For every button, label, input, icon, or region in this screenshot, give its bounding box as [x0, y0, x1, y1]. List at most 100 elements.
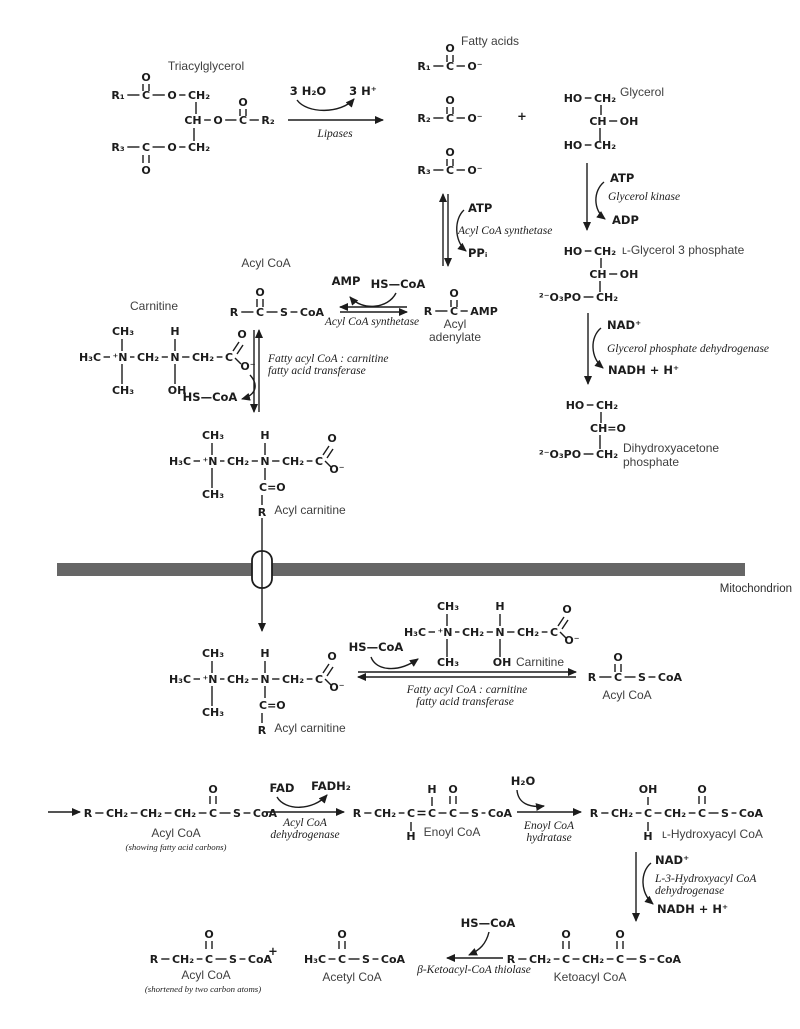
acyl-coa-dehydrogenase-enzyme-line2: dehydrogenase [270, 829, 339, 841]
glycerol-kinase-enzyme-label: Glycerol kinase [608, 191, 680, 203]
enoyl-coa-hydratase-enzyme-line2: hydratase [526, 832, 571, 844]
glycerol-3-phosphate-label: ʟ-Glycerol 3 phosphate [622, 243, 745, 257]
acyl-carbonyl: C=O [259, 481, 286, 494]
carboxylate-oxygen-minus: O⁻ [329, 463, 344, 476]
cofactor-arc [276, 794, 328, 808]
g3p-row2-atom: OH [620, 268, 639, 281]
acetyl-coa-label: Acetyl CoA [322, 970, 381, 984]
acyl-coa-structure-atom: CoA [300, 306, 325, 319]
hydroxyl-group: OH [493, 656, 512, 669]
acyl-adenylate-label-line1: Acyl [444, 317, 467, 331]
hydrogen-atom: H [406, 830, 415, 843]
shortened-acyl-coa-label: Acyl CoA [181, 968, 230, 982]
carboxylate-oxygen: O [327, 650, 336, 663]
acyl-adenylate-label-line2: adenylate [429, 330, 481, 344]
hydroxyacyl-coa-structure-atom: R [590, 807, 599, 820]
transferase-enzyme-label-line1: Fatty acyl CoA : carnitine [406, 684, 528, 696]
bond [234, 357, 242, 365]
atp-cofactor: ATP [610, 171, 634, 185]
hs-coa-cofactor: HS—CoA [461, 916, 516, 930]
hydroxyacyl-dehydrogenase-enzyme-line1: L-3-Hydroxyacyl CoA [654, 873, 757, 885]
acyl-coa-structure-atom: C [614, 671, 622, 684]
ketoacyl-coa-structure-atom: S [639, 953, 647, 966]
carbonyl-oxygen: O [255, 286, 264, 299]
shortened-acyl-coa-structure-atom: R [150, 953, 159, 966]
transferase-enzyme-label-line2: fatty acid transferase [268, 365, 366, 377]
enoyl-coa-structure-atom: C [407, 807, 415, 820]
hydroxyacyl-coa-structure-atom: C [698, 807, 706, 820]
acyl-carnitine-structure-atom: C [315, 455, 323, 468]
hs-coa-arc [241, 374, 256, 401]
amp-product: AMP [332, 274, 361, 288]
nadh-product: NADH + H⁺ [608, 363, 679, 377]
acyl-adenylate-structure-atom: R [424, 305, 433, 318]
gpd-enzyme-label: Glycerol phosphate dehydrogenase [607, 343, 769, 355]
fadh2-product: FADH₂ [311, 779, 351, 793]
carnitine-structure-atom: N [170, 351, 179, 364]
enoyl-coa-label: Enoyl CoA [424, 825, 481, 839]
acyl-coa-note: (showing fatty acid carbons) [126, 842, 227, 852]
shortened-acyl-coa-note: (shortened by two carbon atoms) [145, 984, 261, 994]
triacylglycerol-row2-atom: R₂ [261, 114, 274, 127]
acyl-coa-structure-atom: S [280, 306, 288, 319]
triacylglycerol-row1-atom: C [142, 89, 150, 102]
enoyl-coa-structure-atom: CH₂ [374, 807, 396, 820]
glycerol-row1-atom: CH₂ [594, 92, 616, 105]
hydroxyl-group: OH [168, 384, 187, 397]
ketoacyl-coa-structure-atom: CoA [657, 953, 682, 966]
hydrogen-atom: H [260, 647, 269, 660]
acyl-carnitine-structure-atom: CH₂ [282, 673, 304, 686]
carbonyl-oxygen: O [208, 783, 217, 796]
hydroxyacyl-coa-label: ʟ-Hydroxyacyl CoA [662, 827, 763, 841]
carbonyl-oxygen: O [697, 783, 706, 796]
fatty-acids-label: Fatty acids [461, 34, 519, 48]
acyl-coa-substrate-structure-atom: CoA [253, 807, 278, 820]
carnitine-structure-atom: CH₂ [517, 626, 539, 639]
carbonyl-oxygen: O [613, 651, 622, 664]
dhap-row2: CH=O [590, 422, 626, 435]
plus-sign: + [268, 944, 278, 958]
acyl-carnitine-structure-atom: H₃C [169, 455, 191, 468]
nad-cofactor: NAD⁺ [655, 853, 689, 867]
methyl-group: CH₃ [437, 600, 459, 613]
carbonyl-oxygen: O [141, 164, 150, 177]
cofactor-arc [349, 292, 397, 307]
atp-cofactor: ATP [468, 201, 492, 215]
methyl-group: CH₃ [437, 656, 459, 669]
carbonyl-oxygen: O [561, 928, 570, 941]
fatty-acid-3-atom: O⁻ [467, 164, 482, 177]
cofactor-arc [516, 789, 545, 812]
proton-product: 3 H⁺ [349, 84, 377, 98]
hydrogen-atom: H [427, 783, 436, 796]
cofactor-arc [456, 209, 467, 252]
fatty-acid-3-atom: C [446, 164, 454, 177]
triacylglycerol-row2-atom: CH [184, 114, 201, 127]
shortened-acyl-coa-structure-atom: CH₂ [172, 953, 194, 966]
acyl-coa-label: Acyl CoA [241, 256, 290, 270]
dhap-label-line1: Dihydroxyacetone [623, 441, 719, 455]
acyl-coa-substrate-structure-atom: CH₂ [106, 807, 128, 820]
carbonyl-oxygen: O [445, 42, 454, 55]
transferase-enzyme-label-line2: fatty acid transferase [416, 696, 514, 708]
carbonyl-oxygen: O [141, 71, 150, 84]
dhap-row1-atom: HO [566, 399, 585, 412]
carnitine-structure-atom: H₃C [79, 351, 101, 364]
enoyl-coa-structure-atom: C [449, 807, 457, 820]
g3p-row1-atom: HO [564, 245, 583, 258]
mitochondrial-membrane: Mitochondrion [57, 518, 792, 632]
hs-coa-arc [370, 656, 419, 670]
acyl-adenylate-structure-atom: AMP [470, 305, 498, 318]
triacylglycerol-row1-atom: R₁ [111, 89, 124, 102]
acyl-carnitine-structure-atom: CH₂ [282, 455, 304, 468]
acyl-r-group: R [258, 506, 267, 519]
lipases-enzyme-label: Lipases [316, 128, 353, 140]
hydrogen-atom: H [643, 830, 652, 843]
acyl-adenylate-structure-atom: C [450, 305, 458, 318]
methyl-group: CH₃ [202, 488, 224, 501]
carnitine-structure-atom: N [495, 626, 504, 639]
acyl-carnitine-structure-atom: ⁺N [202, 455, 217, 468]
acyl-coa-substrate-structure-atom: C [209, 807, 217, 820]
hs-coa-cofactor: HS—CoA [371, 277, 426, 291]
